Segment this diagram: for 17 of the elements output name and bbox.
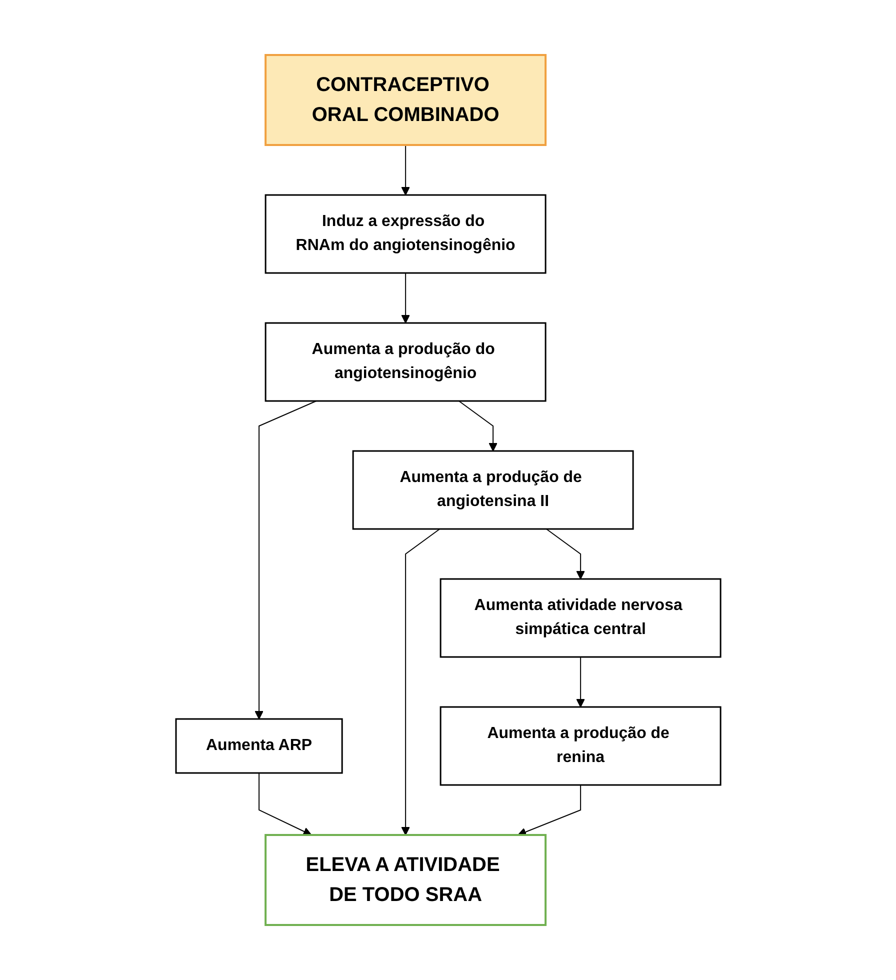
arrow	[517, 784, 581, 836]
node-box: ELEVA A ATIVIDADE DE TODO SRAA	[264, 834, 546, 926]
arrow	[400, 528, 440, 836]
node-box: CONTRACEPTIVO ORAL COMBINADO	[264, 54, 546, 146]
node-box: Induz a expressão do RNAm do angiotensinogênio	[264, 194, 546, 274]
arrow	[254, 400, 316, 720]
node-box: Aumenta atividade nervosa simpática central	[440, 578, 722, 658]
node-box: Aumenta ARP	[174, 718, 343, 774]
node-box: Aumenta a produção de angiotensina II	[352, 450, 634, 530]
node-box: Aumenta a produção do angiotensinogênio	[264, 322, 546, 402]
arrow	[258, 772, 312, 836]
arrow	[400, 272, 410, 324]
node-box: Aumenta a produção de renina	[440, 706, 722, 786]
arrow	[400, 144, 410, 196]
arrow	[458, 400, 498, 452]
arrow	[546, 528, 585, 580]
arrow	[576, 656, 585, 708]
